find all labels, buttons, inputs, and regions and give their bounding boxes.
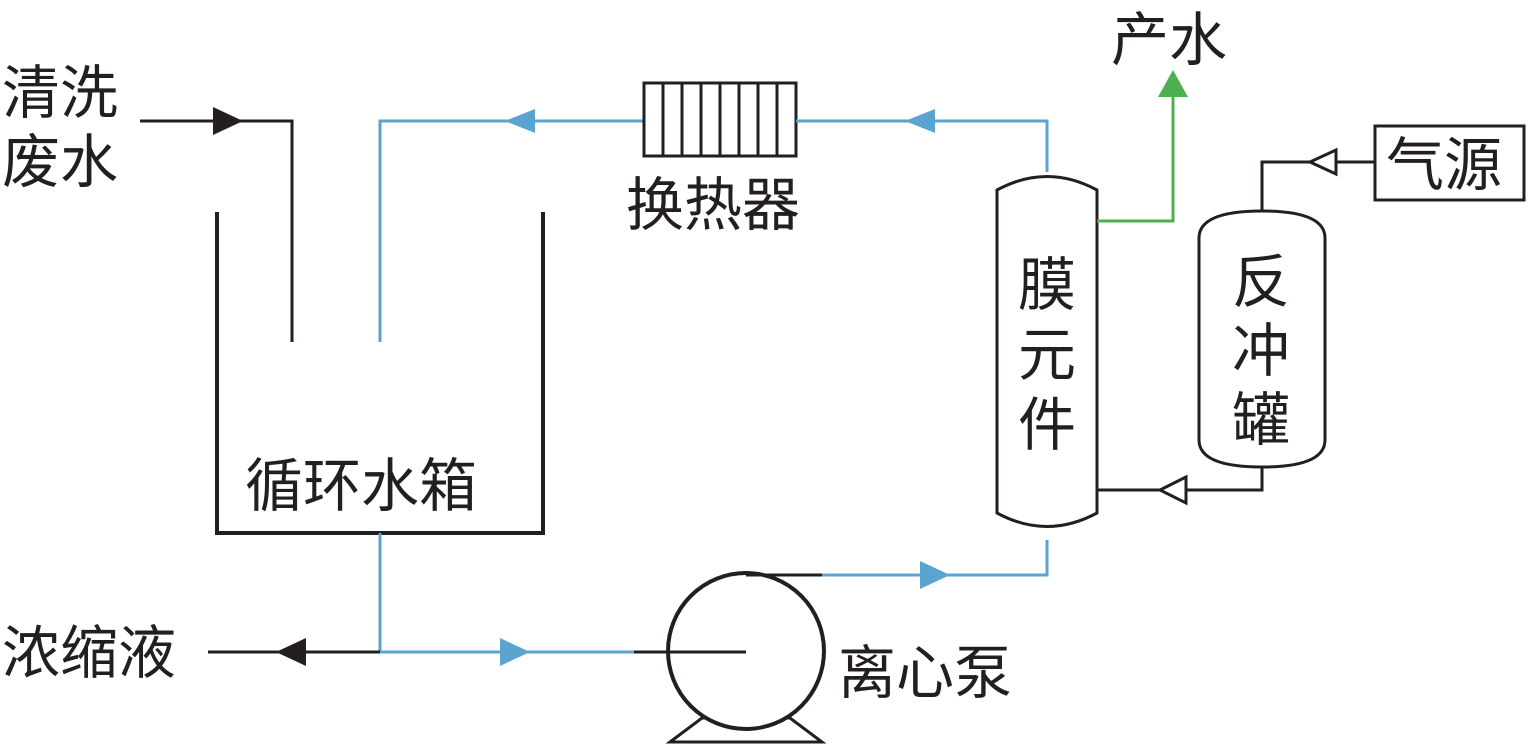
pump-feed-arrow [500, 638, 530, 666]
wastewater-inlet: 清洗 废水 [2, 59, 294, 342]
membrane-to-exchanger-pipe [796, 119, 1049, 172]
gas-source: 气源 [1260, 124, 1526, 213]
heat-exchanger-label: 换热器 [626, 171, 800, 239]
membrane-label-line1: 膜 [1018, 251, 1076, 319]
centrifugal-pump: 离心泵 [634, 540, 1049, 744]
backflush-vessel [1197, 209, 1327, 469]
return-line [378, 109, 644, 342]
wastewater-inlet-pipe [140, 119, 294, 342]
tank-outlet: 浓缩液 [2, 533, 634, 687]
gas-flow-arrow [1306, 147, 1338, 177]
backflush-label-line1: 反 [1232, 248, 1290, 316]
product-water-pipe [1097, 96, 1175, 223]
membrane-element: 膜 元 件 [995, 175, 1099, 528]
wastewater-label-line1: 清洗 [2, 59, 118, 127]
concentrate-flow-arrow [276, 638, 306, 666]
heat-exchanger: 换热器 [626, 81, 800, 239]
backflush-label-line3: 罐 [1232, 386, 1290, 454]
product-water-label: 产水 [1111, 6, 1227, 74]
circulation-tank-label: 循环水箱 [245, 452, 477, 520]
membrane-vessel [995, 175, 1099, 528]
product-water-arrow [1158, 70, 1188, 97]
return-flow-arrow [505, 109, 535, 133]
backflush-label-line2: 冲 [1232, 317, 1290, 385]
backflush-flow-arrow [1156, 474, 1188, 506]
membrane-label-line3: 件 [1018, 391, 1076, 459]
gas-source-box [1373, 124, 1526, 202]
product-water-line: 产水 [1097, 6, 1227, 223]
concentrate-label: 浓缩液 [2, 619, 176, 687]
return-pipe [378, 119, 644, 342]
backflush-tank: 反 冲 罐 [1097, 209, 1327, 506]
wastewater-flow-arrow [213, 107, 243, 135]
membrane-label-line2: 元 [1018, 321, 1076, 389]
pump-discharge-pipe [822, 540, 1049, 577]
membrane-outlet-line [796, 109, 1049, 172]
pump-discharge-arrow [920, 561, 950, 589]
pump-label: 离心泵 [838, 639, 1012, 707]
membrane-outlet-arrow [905, 109, 935, 133]
gas-supply-pipe [1260, 160, 1375, 213]
gas-source-label: 气源 [1386, 131, 1502, 199]
backflush-pipe [1097, 467, 1264, 492]
tank-outlet-pipe [378, 533, 634, 654]
wastewater-label-line2: 废水 [2, 128, 118, 196]
